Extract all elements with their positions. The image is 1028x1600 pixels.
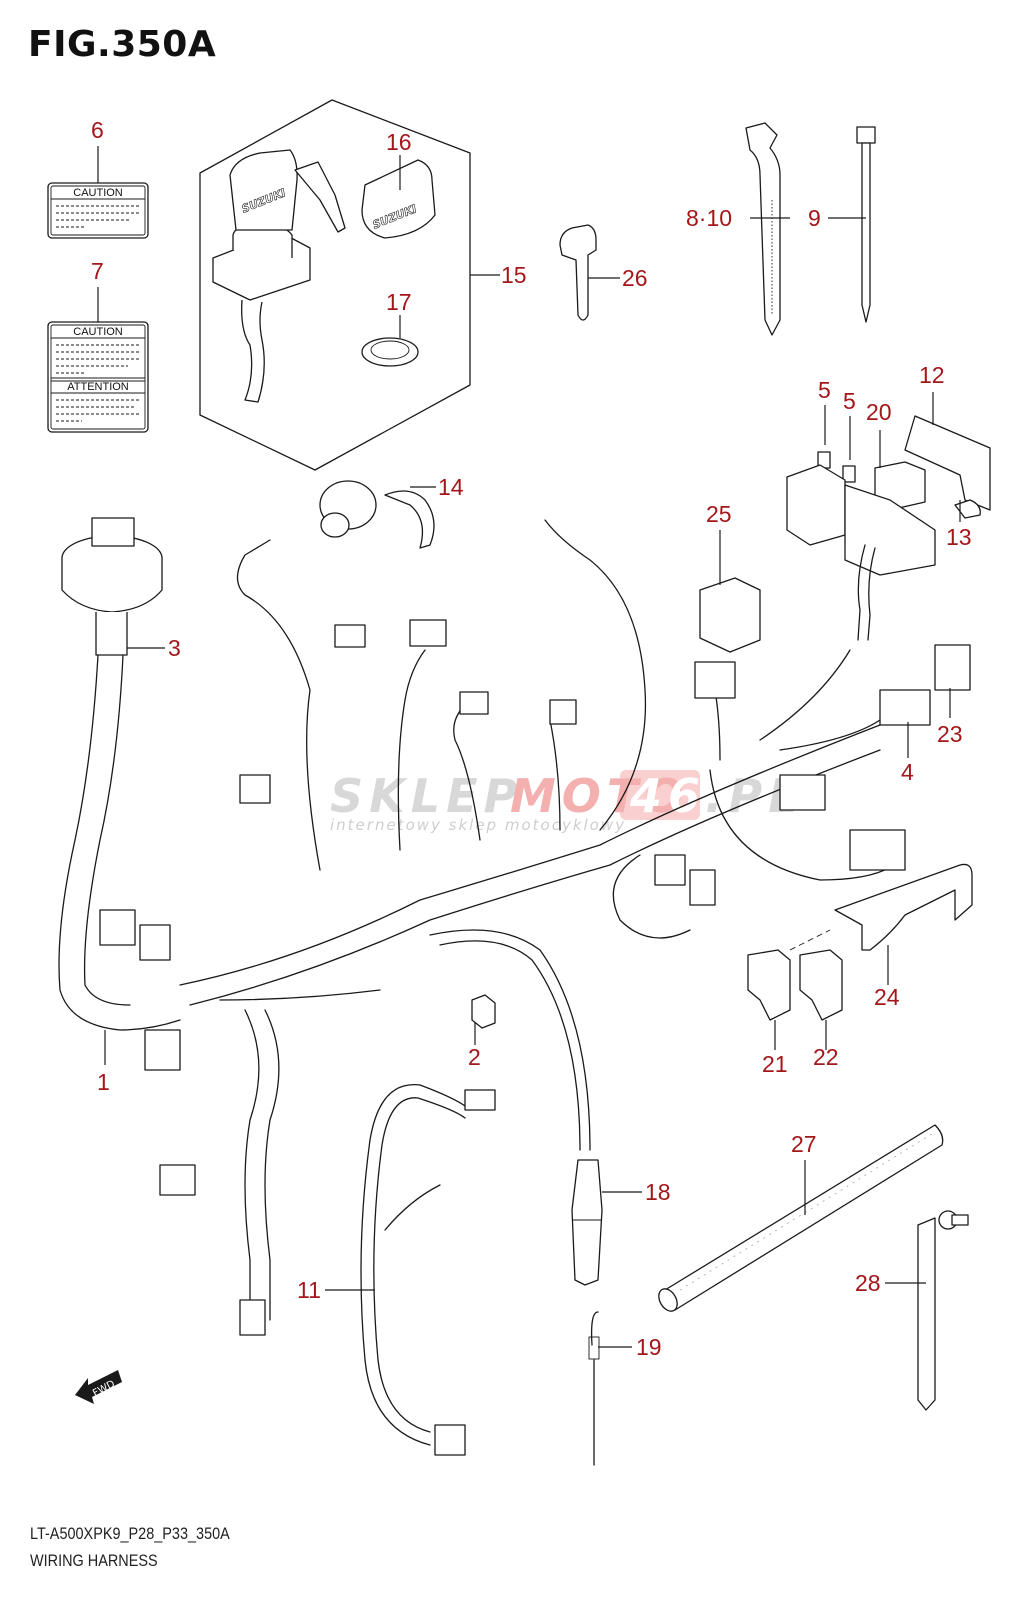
connector [694,661,736,699]
figure-footer: LT-A500XPK9_P28_P33_350A WIRING HARNESS [30,1520,230,1574]
callout-27: 27 [791,1131,817,1157]
callout-4: 4 [901,759,914,785]
accessory-socket [319,480,435,549]
caution-label-6: CAUTION [47,182,149,239]
connector [549,699,577,725]
callout-12: 12 [919,362,945,388]
attention-label-7-text: ATTENTION [67,381,129,393]
connector [849,829,906,871]
key-cap [361,159,436,239]
callout-6: 6 [91,117,104,143]
clamp-band-8-10 [745,122,781,336]
callout-26: 26 [622,265,648,291]
callout-22: 22 [813,1044,839,1070]
callout-5b: 5 [843,388,856,414]
callout-15: 15 [501,262,527,288]
callout-14: 14 [438,474,464,500]
watermark-subtitle: internetowy sklep motocyklowy [330,816,626,834]
connector [459,691,489,715]
connector [239,774,271,804]
caution-attention-label-7: CAUTION ATTENTION [47,321,149,433]
callout-2: 2 [468,1044,481,1070]
connector-22 [799,949,843,1021]
callout-3: 3 [168,635,181,661]
caution-label-6-text: CAUTION [73,187,123,199]
watermark: SKLEP MOTO 46 .PL internetowy sklep moto… [330,769,798,834]
connector-23 [934,644,971,691]
connector [99,909,136,946]
sub-harness [360,1084,496,1456]
main-harness [99,519,971,1336]
meter-harness [58,517,181,1031]
figure-title: FIG.350A [28,24,217,65]
callout-8-10: 8·10 [686,205,732,231]
lock-nut [361,337,419,367]
bracket-24 [834,863,973,951]
watermark-text-46: 46 [629,769,706,823]
connector [689,869,716,906]
fwd-arrow: FWD [75,1370,122,1404]
connector [409,619,447,647]
callout-23: 23 [937,721,963,747]
connector [654,854,686,886]
bracket-12 [904,415,991,511]
connector [139,924,171,961]
fuse-2 [842,465,856,483]
callout-18: 18 [645,1179,671,1205]
callout-24: 24 [874,984,900,1010]
callout-1: 1 [97,1069,110,1095]
connector [144,1029,181,1071]
leader-lines [97,146,961,1348]
ignition-switch-assembly: SUZUKI SUZUKI [199,99,471,471]
clamp-13 [954,499,981,519]
callouts: 6 7 3 1 2 4 5 5 8·10 9 11 12 13 14 15 16… [91,117,972,1360]
callout-7: 7 [91,258,104,284]
connector-21 [747,949,791,1021]
callout-28: 28 [855,1270,881,1296]
ignition-key-head [229,149,298,231]
caution-label-7-text: CAUTION [73,326,123,338]
callout-17: 17 [386,289,412,315]
callout-20: 20 [866,399,892,425]
spare-key [294,161,346,233]
key-blank [559,224,597,321]
clamp-band-28 [917,1210,969,1411]
spring [588,1311,600,1466]
connector [159,1164,196,1196]
connector [334,624,366,648]
callout-16: 16 [386,129,412,155]
cable-tie-9 [856,126,876,323]
section-name: WIRING HARNESS [30,1551,158,1570]
callout-19: 19 [636,1334,662,1360]
callout-25: 25 [706,501,732,527]
model-code: LT-A500XPK9_P28_P33_350A [30,1524,230,1543]
callout-11: 11 [297,1277,321,1303]
callout-13: 13 [946,524,972,550]
callout-21: 21 [762,1051,788,1077]
relay-25 [699,577,761,653]
oxygen-sensor [429,929,603,1286]
callout-5a: 5 [818,377,831,403]
fuse-box [786,464,936,641]
corrugated-tube [658,1124,944,1312]
callout-9: 9 [808,205,821,231]
connector [239,1299,266,1336]
connector-4 [879,689,931,726]
connector [779,774,826,811]
connector-2 [471,994,496,1029]
watermark-text-sklep: SKLEP [330,769,523,823]
